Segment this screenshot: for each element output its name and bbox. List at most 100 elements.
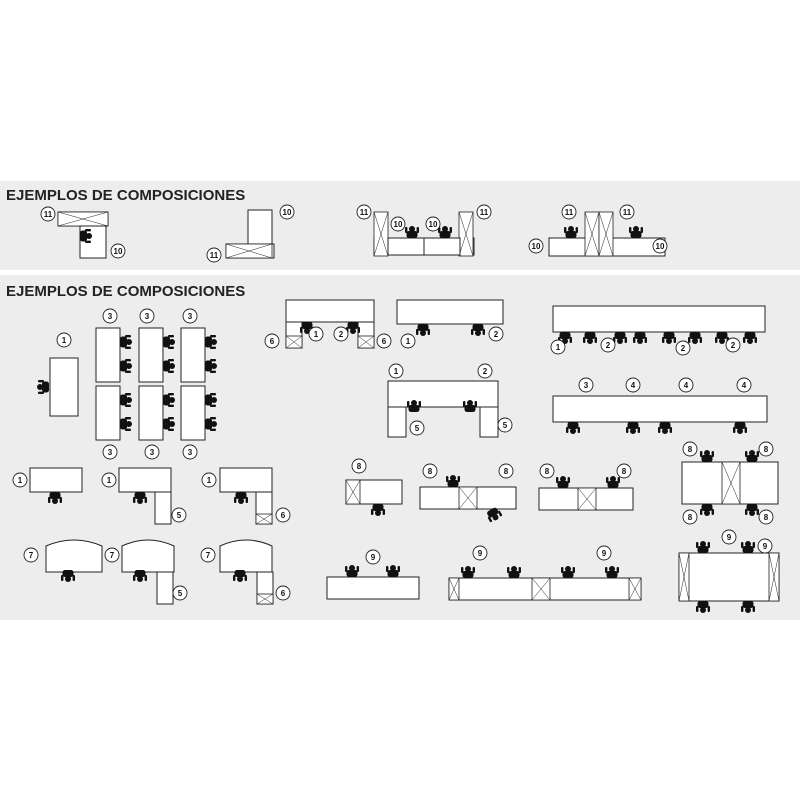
number-bubble-label: 6 — [281, 511, 286, 520]
number-bubble: 8 — [682, 509, 698, 525]
number-bubble: 2 — [488, 326, 504, 342]
desk-top — [95, 327, 121, 383]
number-bubble-label: 6 — [270, 337, 275, 346]
number-bubble: 5 — [409, 420, 425, 436]
person-at-desk-icon — [629, 226, 643, 238]
number-bubble-label: 9 — [478, 549, 483, 558]
number-bubble: 2 — [333, 326, 349, 342]
person-at-desk-icon — [163, 393, 175, 407]
person-at-desk-icon — [696, 601, 710, 613]
desk-top — [180, 385, 206, 441]
number-bubble: 9 — [365, 549, 381, 565]
number-bubble-label: 8 — [357, 462, 362, 471]
number-bubble: 10 — [279, 204, 295, 220]
number-bubble-label: 1 — [18, 476, 23, 485]
person-at-desk-icon — [120, 417, 132, 431]
desk-top — [387, 237, 425, 256]
person-at-desk-icon — [561, 566, 575, 578]
person-at-desk-icon — [48, 492, 62, 504]
number-bubble: 7 — [200, 547, 216, 563]
section-title-bottom: EJEMPLOS DE COMPOSICIONES — [6, 283, 246, 300]
person-at-desk-icon — [386, 565, 400, 577]
person-at-desk-icon — [471, 324, 485, 336]
cabinet-icon — [768, 552, 780, 602]
number-bubble-label: 7 — [110, 551, 115, 560]
number-bubble: 11 — [619, 204, 635, 220]
number-bubble-label: 4 — [631, 381, 636, 390]
number-bubble-label: 3 — [584, 381, 589, 390]
person-at-desk-icon — [558, 332, 572, 344]
desk-top — [423, 237, 461, 256]
number-bubble: 6 — [264, 333, 280, 349]
person-at-desk-icon — [741, 601, 755, 613]
number-bubble: 8 — [682, 441, 698, 457]
cabinet-icon — [458, 486, 478, 510]
person-at-desk-icon — [613, 332, 627, 344]
person-at-desk-icon — [163, 417, 175, 431]
person-at-desk-icon — [416, 324, 430, 336]
cabinet-icon — [584, 211, 600, 257]
number-bubble-label: 10 — [532, 242, 541, 251]
section-title-top: EJEMPLOS DE COMPOSICIONES — [6, 187, 246, 204]
person-at-desk-icon — [120, 335, 132, 349]
number-bubble: 5 — [171, 507, 187, 523]
number-bubble-label: 11 — [623, 208, 632, 217]
number-bubble-label: 9 — [371, 553, 376, 562]
number-bubble: 8 — [498, 463, 514, 479]
cabinet-icon — [357, 335, 375, 349]
number-bubble-label: 2 — [606, 341, 611, 350]
number-bubble-label: 10 — [283, 208, 292, 217]
number-bubble: 10 — [528, 238, 544, 254]
number-bubble-label: 11 — [480, 208, 489, 217]
person-at-desk-icon — [163, 335, 175, 349]
number-bubble: 6 — [376, 333, 392, 349]
number-bubble: 1 — [308, 326, 324, 342]
number-bubble: 1 — [201, 472, 217, 488]
number-bubble: 1 — [56, 332, 72, 348]
number-bubble-label: 8 — [622, 467, 627, 476]
person-at-desk-icon — [61, 570, 75, 582]
person-at-desk-icon — [205, 417, 217, 431]
number-bubble: 7 — [104, 547, 120, 563]
number-bubble-label: 3 — [108, 448, 113, 457]
number-bubble: 6 — [275, 507, 291, 523]
person-at-desk-icon — [662, 332, 676, 344]
number-bubble: 8 — [758, 509, 774, 525]
number-bubble-label: 1 — [207, 476, 212, 485]
desk-top — [118, 467, 172, 493]
desk-top — [95, 385, 121, 441]
person-at-desk-icon — [700, 450, 714, 462]
number-bubble: 11 — [206, 247, 222, 263]
curved-desk-top — [121, 539, 175, 573]
number-bubble: 8 — [422, 463, 438, 479]
number-bubble-label: 2 — [494, 330, 499, 339]
number-bubble: 2 — [600, 337, 616, 353]
person-at-desk-icon — [120, 393, 132, 407]
number-bubble: 10 — [110, 243, 126, 259]
curved-desk-top — [45, 539, 103, 573]
number-bubble: 1 — [12, 472, 28, 488]
person-at-desk-icon — [205, 393, 217, 407]
number-bubble: 8 — [616, 463, 632, 479]
number-bubble: 8 — [539, 463, 555, 479]
desk-top — [138, 327, 164, 383]
cabinet-icon — [345, 479, 361, 505]
person-at-desk-icon — [133, 492, 147, 504]
desk-top — [138, 385, 164, 441]
person-at-desk-icon — [733, 422, 747, 434]
cabinet-icon — [256, 593, 274, 605]
number-bubble-label: 2 — [483, 367, 488, 376]
number-bubble-label: 1 — [107, 476, 112, 485]
person-at-desk-icon — [405, 226, 419, 238]
person-at-desk-icon — [743, 332, 757, 344]
curved-desk-top — [219, 539, 273, 573]
desk-top — [49, 357, 79, 417]
person-at-desk-icon — [446, 475, 460, 487]
person-at-desk-icon — [371, 504, 385, 516]
number-bubble-label: 9 — [602, 549, 607, 558]
desk-top — [552, 395, 768, 423]
number-bubble-label: 6 — [281, 589, 286, 598]
person-at-desk-icon — [461, 566, 475, 578]
cabinet-icon — [373, 211, 389, 257]
